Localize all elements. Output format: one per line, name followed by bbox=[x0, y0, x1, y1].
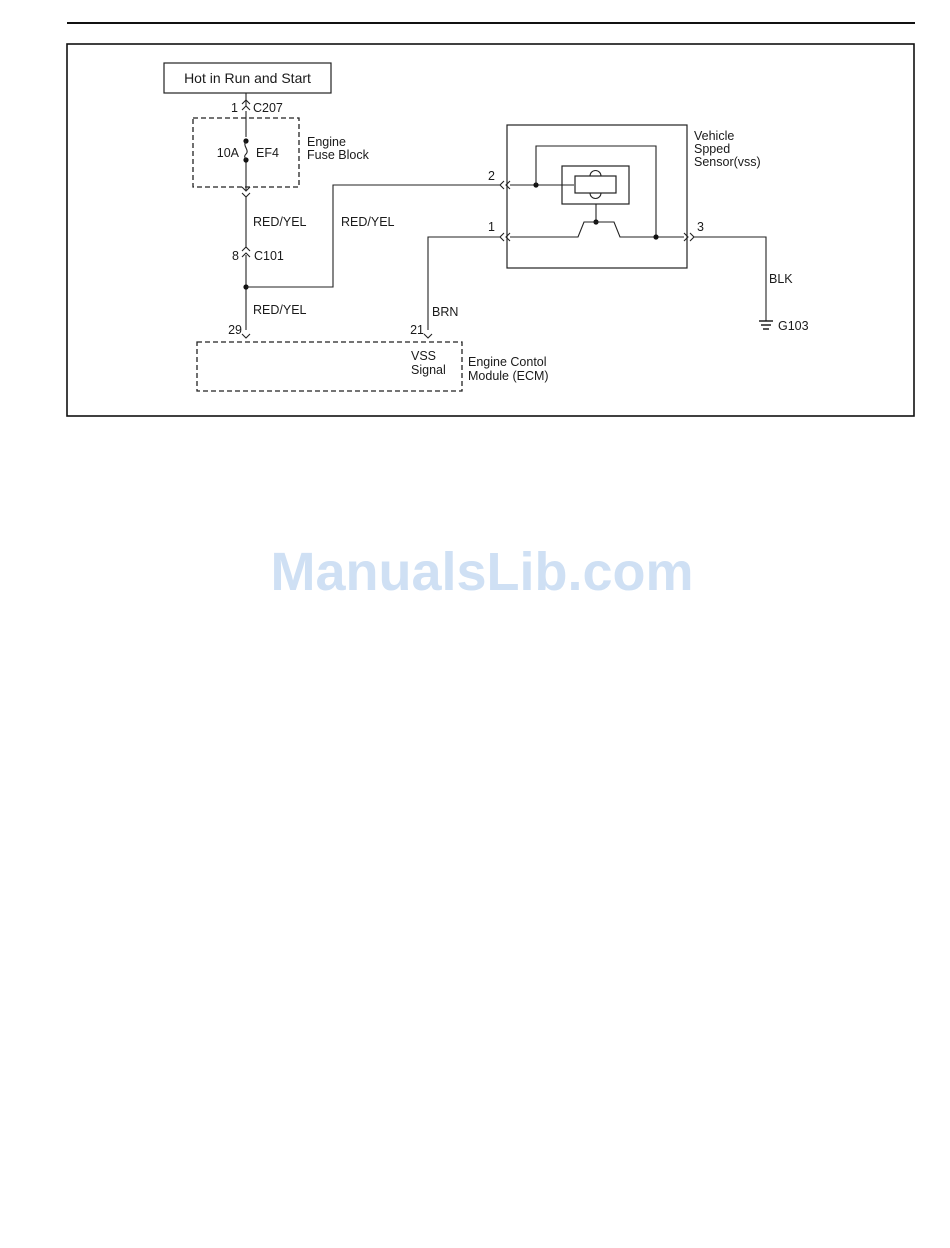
fuse-block-label-line2: Fuse Block bbox=[307, 148, 370, 162]
vss-signal-line1: VSS bbox=[411, 349, 436, 363]
ground-label: G103 bbox=[778, 319, 809, 333]
ecm-pin-29-label: 29 bbox=[228, 323, 242, 337]
wire-color-brn: BRN bbox=[432, 305, 458, 319]
sensor-internal-circuit bbox=[510, 146, 684, 240]
wire-color-upper-red-yel: RED/YEL bbox=[253, 215, 307, 229]
sensor-pin-3-label: 3 bbox=[697, 220, 704, 234]
c101-name-label: C101 bbox=[254, 249, 284, 263]
ground-g103-icon bbox=[759, 321, 773, 329]
fuse-ef4: 10A EF4 bbox=[217, 138, 279, 162]
power-source-box: Hot in Run and Start bbox=[164, 63, 331, 93]
connector-c207: 1 C207 bbox=[231, 100, 283, 115]
c207-name-label: C207 bbox=[253, 101, 283, 115]
fuse-rating-label: 10A bbox=[217, 146, 240, 160]
wire-color-blk: BLK bbox=[769, 272, 793, 286]
watermark: ManualsLib.com bbox=[270, 542, 693, 602]
power-source-label: Hot in Run and Start bbox=[184, 70, 311, 86]
fuse-block-label-line1: Engine bbox=[307, 135, 346, 149]
wire-color-lower-red-yel: RED/YEL bbox=[253, 303, 307, 317]
blk-ground-wire: BLK bbox=[694, 237, 793, 321]
c207-pin-label: 1 bbox=[231, 101, 238, 115]
sensor-name-line3: Sensor(vss) bbox=[694, 155, 761, 169]
fuse-name-label: EF4 bbox=[256, 146, 279, 160]
brn-wire: BRN bbox=[428, 237, 500, 330]
sensor-name-line1: Vehicle bbox=[694, 129, 734, 143]
vss-signal-line2: Signal bbox=[411, 363, 446, 377]
ecm-pin-29-connector: 29 bbox=[228, 323, 250, 338]
ecm-name-line2: Module (ECM) bbox=[468, 369, 549, 383]
sensor-pin-2-label: 2 bbox=[488, 169, 495, 183]
sensor-pin-1-label: 1 bbox=[488, 220, 495, 234]
connector-c101: 8 C101 bbox=[232, 247, 284, 263]
ecm-pin-21-connector: 21 bbox=[410, 323, 432, 338]
wire-color-branch-red-yel: RED/YEL bbox=[341, 215, 395, 229]
ecm-name-line1: Engine Contol bbox=[468, 355, 547, 369]
c101-pin-label: 8 bbox=[232, 249, 239, 263]
sensor-name-line2: Spped bbox=[694, 142, 730, 156]
ecm-pin-21-label: 21 bbox=[410, 323, 424, 337]
